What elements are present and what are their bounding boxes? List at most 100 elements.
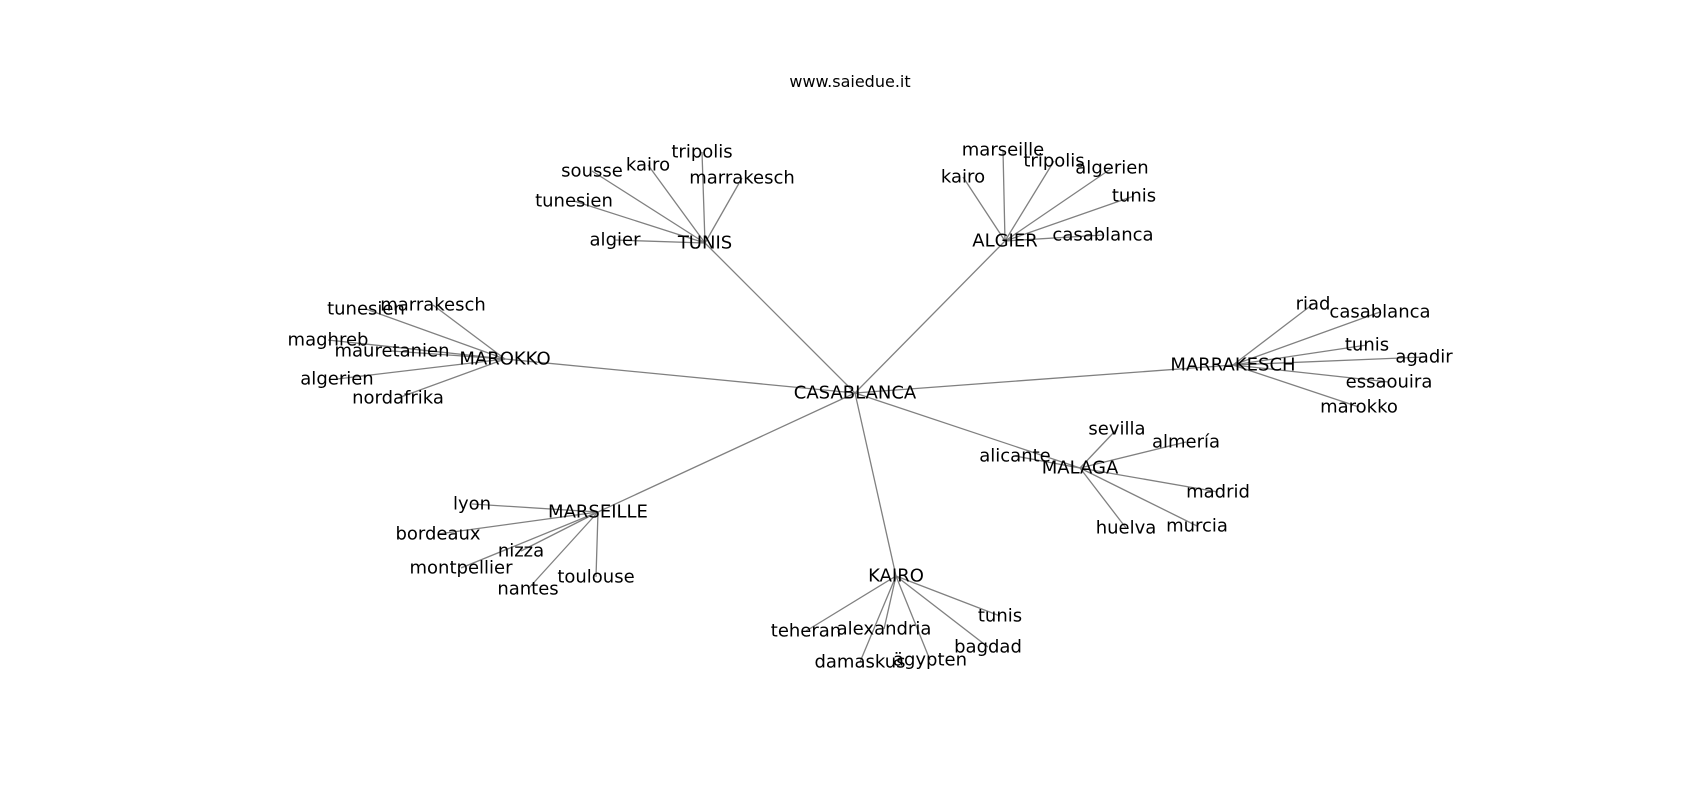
leaf-node-label: nizza xyxy=(498,541,544,562)
edge-tunis-leaf xyxy=(591,170,706,244)
edge-tunis-leaf xyxy=(614,239,706,244)
edge-malaga-leaf xyxy=(1079,467,1219,493)
edge-marseille-leaf xyxy=(527,511,599,590)
edge-center-marokko xyxy=(504,358,856,394)
leaf-node-label: almería xyxy=(1152,432,1220,453)
leaf-node-label: nordafrika xyxy=(352,388,444,409)
edge-tunis-leaf xyxy=(704,177,743,244)
edge-kairo-leaf xyxy=(895,575,989,648)
leaf-node-label: huelva xyxy=(1096,518,1157,539)
edge-center-kairo xyxy=(854,392,897,577)
edge-malaga-leaf xyxy=(1079,428,1118,469)
edge-kairo-leaf xyxy=(805,575,897,632)
hub-node-label: TUNIS xyxy=(677,233,732,254)
leaf-node-label: damaskus xyxy=(814,652,905,673)
leaf-node-label: montpellier xyxy=(410,558,514,579)
hub-node-label: MARSEILLE xyxy=(548,502,648,523)
edge-malaga-leaf xyxy=(1079,467,1127,529)
edges-layer xyxy=(327,149,1425,663)
edge-kairo-leaf xyxy=(859,575,897,663)
edge-center-algier xyxy=(854,240,1006,394)
leaf-node-label: tunesien xyxy=(327,299,405,320)
center-node-label: CASABLANCA xyxy=(794,383,917,404)
edge-algier-leaf xyxy=(1002,149,1006,242)
edge-marrakesch-leaf xyxy=(1232,356,1425,366)
leaf-node-label: algerien xyxy=(300,369,373,390)
edge-algier-leaf xyxy=(1004,167,1113,242)
edge-marokko-leaf xyxy=(365,308,506,360)
edge-marseille-leaf xyxy=(471,503,599,513)
edge-tunis-leaf xyxy=(701,151,706,244)
leaf-node-label: teheran xyxy=(771,621,841,642)
hub-node-label: MALAGA xyxy=(1042,458,1119,479)
leaf-node-label: tunis xyxy=(978,606,1022,627)
leaf-node-label: bagdad xyxy=(954,637,1022,658)
hub-node-label: ALGIER xyxy=(972,231,1037,252)
edge-algier-leaf xyxy=(1004,195,1135,242)
leaf-node-label: nantes xyxy=(497,579,558,600)
edge-marrakesch-leaf xyxy=(1232,364,1390,383)
leaf-node-label: agadir xyxy=(1395,347,1453,368)
edge-marokko-leaf xyxy=(432,304,506,360)
leaf-node-label: tripolis xyxy=(671,142,732,163)
edge-marseille-leaf xyxy=(437,511,599,535)
leaf-node-label: tunesien xyxy=(535,191,613,212)
leaf-node-label: sousse xyxy=(561,161,623,182)
site-title: www.saiedue.it xyxy=(789,72,910,91)
leaf-node-label: maghreb xyxy=(288,330,369,351)
leaf-node-label: bordeaux xyxy=(395,524,480,545)
leaf-node-label: marrakesch xyxy=(689,168,795,189)
leaf-node-label: mauretanien xyxy=(334,341,449,362)
leaf-node-label: algier xyxy=(590,230,642,251)
leaf-node-label: tunis xyxy=(1345,335,1389,356)
edge-tunis-leaf xyxy=(647,164,706,244)
edge-algier-leaf xyxy=(1004,234,1104,242)
leaf-node-label: tunis xyxy=(1112,186,1156,207)
leaf-node-label: essaouira xyxy=(1346,372,1433,393)
hub-node-label: KAIRO xyxy=(868,566,924,587)
leaf-node-label: casablanca xyxy=(1052,225,1153,246)
edge-malaga-leaf xyxy=(1079,441,1187,469)
edge-marrakesch-leaf xyxy=(1232,364,1360,408)
edge-kairo-leaf xyxy=(895,575,1001,617)
edge-center-tunis xyxy=(704,242,856,394)
hub-node-label: MAROKKO xyxy=(459,349,550,370)
leaf-node-label: riad xyxy=(1296,294,1331,315)
leaf-node-label: tripolis xyxy=(1023,151,1084,172)
edge-marseille-leaf xyxy=(460,511,599,569)
leaf-node-label: marseille xyxy=(962,140,1045,161)
edge-kairo-leaf xyxy=(883,575,897,630)
edge-malaga-leaf xyxy=(1014,455,1081,469)
leaf-node-label: alicante xyxy=(979,446,1051,467)
leaf-node-label: murcia xyxy=(1166,516,1228,537)
edge-algier-leaf xyxy=(1004,160,1055,242)
edge-center-malaga xyxy=(854,392,1081,469)
hub-node-label: MARRAKESCH xyxy=(1170,355,1295,376)
edge-kairo-leaf xyxy=(895,575,931,661)
edge-marokko-leaf xyxy=(397,358,506,399)
edge-marrakesch-leaf xyxy=(1232,311,1381,366)
leaf-node-label: marrakesch xyxy=(380,295,486,316)
leaf-node-label: kairo xyxy=(941,167,985,188)
edge-tunis-leaf xyxy=(573,200,706,244)
leaf-node-label: alexandria xyxy=(837,619,932,640)
edge-marokko-leaf xyxy=(336,358,506,380)
edge-marseille-leaf xyxy=(520,511,599,552)
edge-center-marseille xyxy=(597,392,856,513)
edge-marokko-leaf xyxy=(327,339,506,360)
edge-marrakesch-leaf xyxy=(1232,344,1368,366)
edge-malaga-leaf xyxy=(1079,467,1198,527)
edge-center-marrakesch xyxy=(854,364,1234,394)
edge-marokko-leaf xyxy=(391,350,506,360)
leaf-node-label: toulouse xyxy=(557,567,634,588)
leaf-node-label: marokko xyxy=(1320,397,1398,418)
leaf-node-label: madrid xyxy=(1186,482,1250,503)
leaf-node-label: algerien xyxy=(1075,158,1148,179)
edge-marseille-leaf xyxy=(595,511,599,578)
leaf-node-label: kairo xyxy=(626,155,670,176)
leaf-node-label: ägypten xyxy=(893,650,967,671)
leaf-node-label: casablanca xyxy=(1329,302,1430,323)
leaf-node-label: lyon xyxy=(453,494,491,515)
